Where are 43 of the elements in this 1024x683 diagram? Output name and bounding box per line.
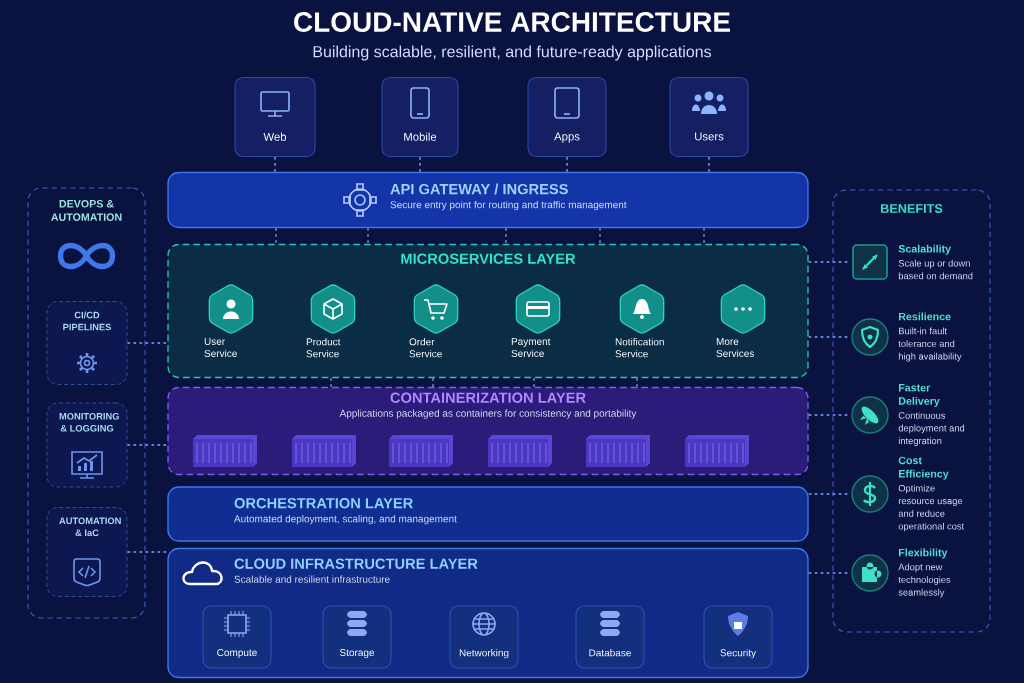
resource-tile: Storage	[322, 605, 392, 669]
connector-line	[419, 156, 421, 173]
connector-line	[566, 156, 568, 173]
connector-line	[274, 156, 276, 173]
benefit-item: Scalability Scale up or down based on demand	[898, 244, 973, 280]
connector-line	[636, 377, 638, 388]
benefit-item: Cost Efficiency Optimize resource usage and reduce operational cost	[898, 456, 965, 532]
service-label: More Services	[716, 338, 754, 357]
subtitle: Building scalable, resilient, and future-ready applications	[313, 45, 711, 61]
connector-line	[599, 227, 601, 245]
benefit-item: Resilience Built-in fault tolerance and high availability	[898, 312, 962, 362]
benefit-item: Flexibility Adopt new technologies seamlessly	[898, 548, 951, 598]
client-card: Users	[669, 76, 749, 158]
connector-line	[126, 342, 168, 344]
service-label: Order Service	[409, 338, 442, 358]
client-card: Apps	[527, 76, 607, 158]
title: CLOUD-NATIVE ARCHITECTURE	[294, 12, 730, 32]
client-card: Mobile	[381, 76, 459, 158]
orchestration-layer-box: ORCHESTRATION LAYER Automated deployment, scaling, and management	[167, 486, 809, 542]
service-label: User Service	[204, 338, 237, 357]
tool-card: MONITORING & LOGGING	[46, 402, 128, 488]
connector-line	[126, 551, 168, 553]
resource-tile: Networking	[449, 605, 519, 669]
connector-line	[367, 227, 369, 245]
tool-card: CI/CD PIPELINES	[46, 301, 128, 385]
client-card: Web	[234, 76, 316, 158]
service-label: Notification Service	[615, 338, 664, 358]
connector-line	[275, 227, 277, 245]
connector-line	[330, 377, 332, 388]
connector-line	[505, 227, 507, 245]
connector-line	[432, 377, 434, 388]
resource-tile: Security	[703, 605, 773, 669]
service-label: Payment Service	[511, 338, 551, 357]
connector-line	[533, 377, 535, 388]
gateway-layer-box: API GATEWAY / INGRESS Secure entry point for routing and traffic management	[167, 171, 809, 229]
service-label: Product Service	[306, 338, 341, 358]
resource-tile: Database	[575, 605, 645, 669]
connector-line	[126, 444, 168, 446]
tool-card: AUTOMATION & IaC	[46, 507, 128, 597]
connector-line	[708, 156, 710, 173]
resource-tile: Compute	[202, 605, 272, 669]
connector-line	[703, 227, 705, 245]
benefit-item: Faster Delivery Continuous deployment and integration	[898, 384, 965, 446]
